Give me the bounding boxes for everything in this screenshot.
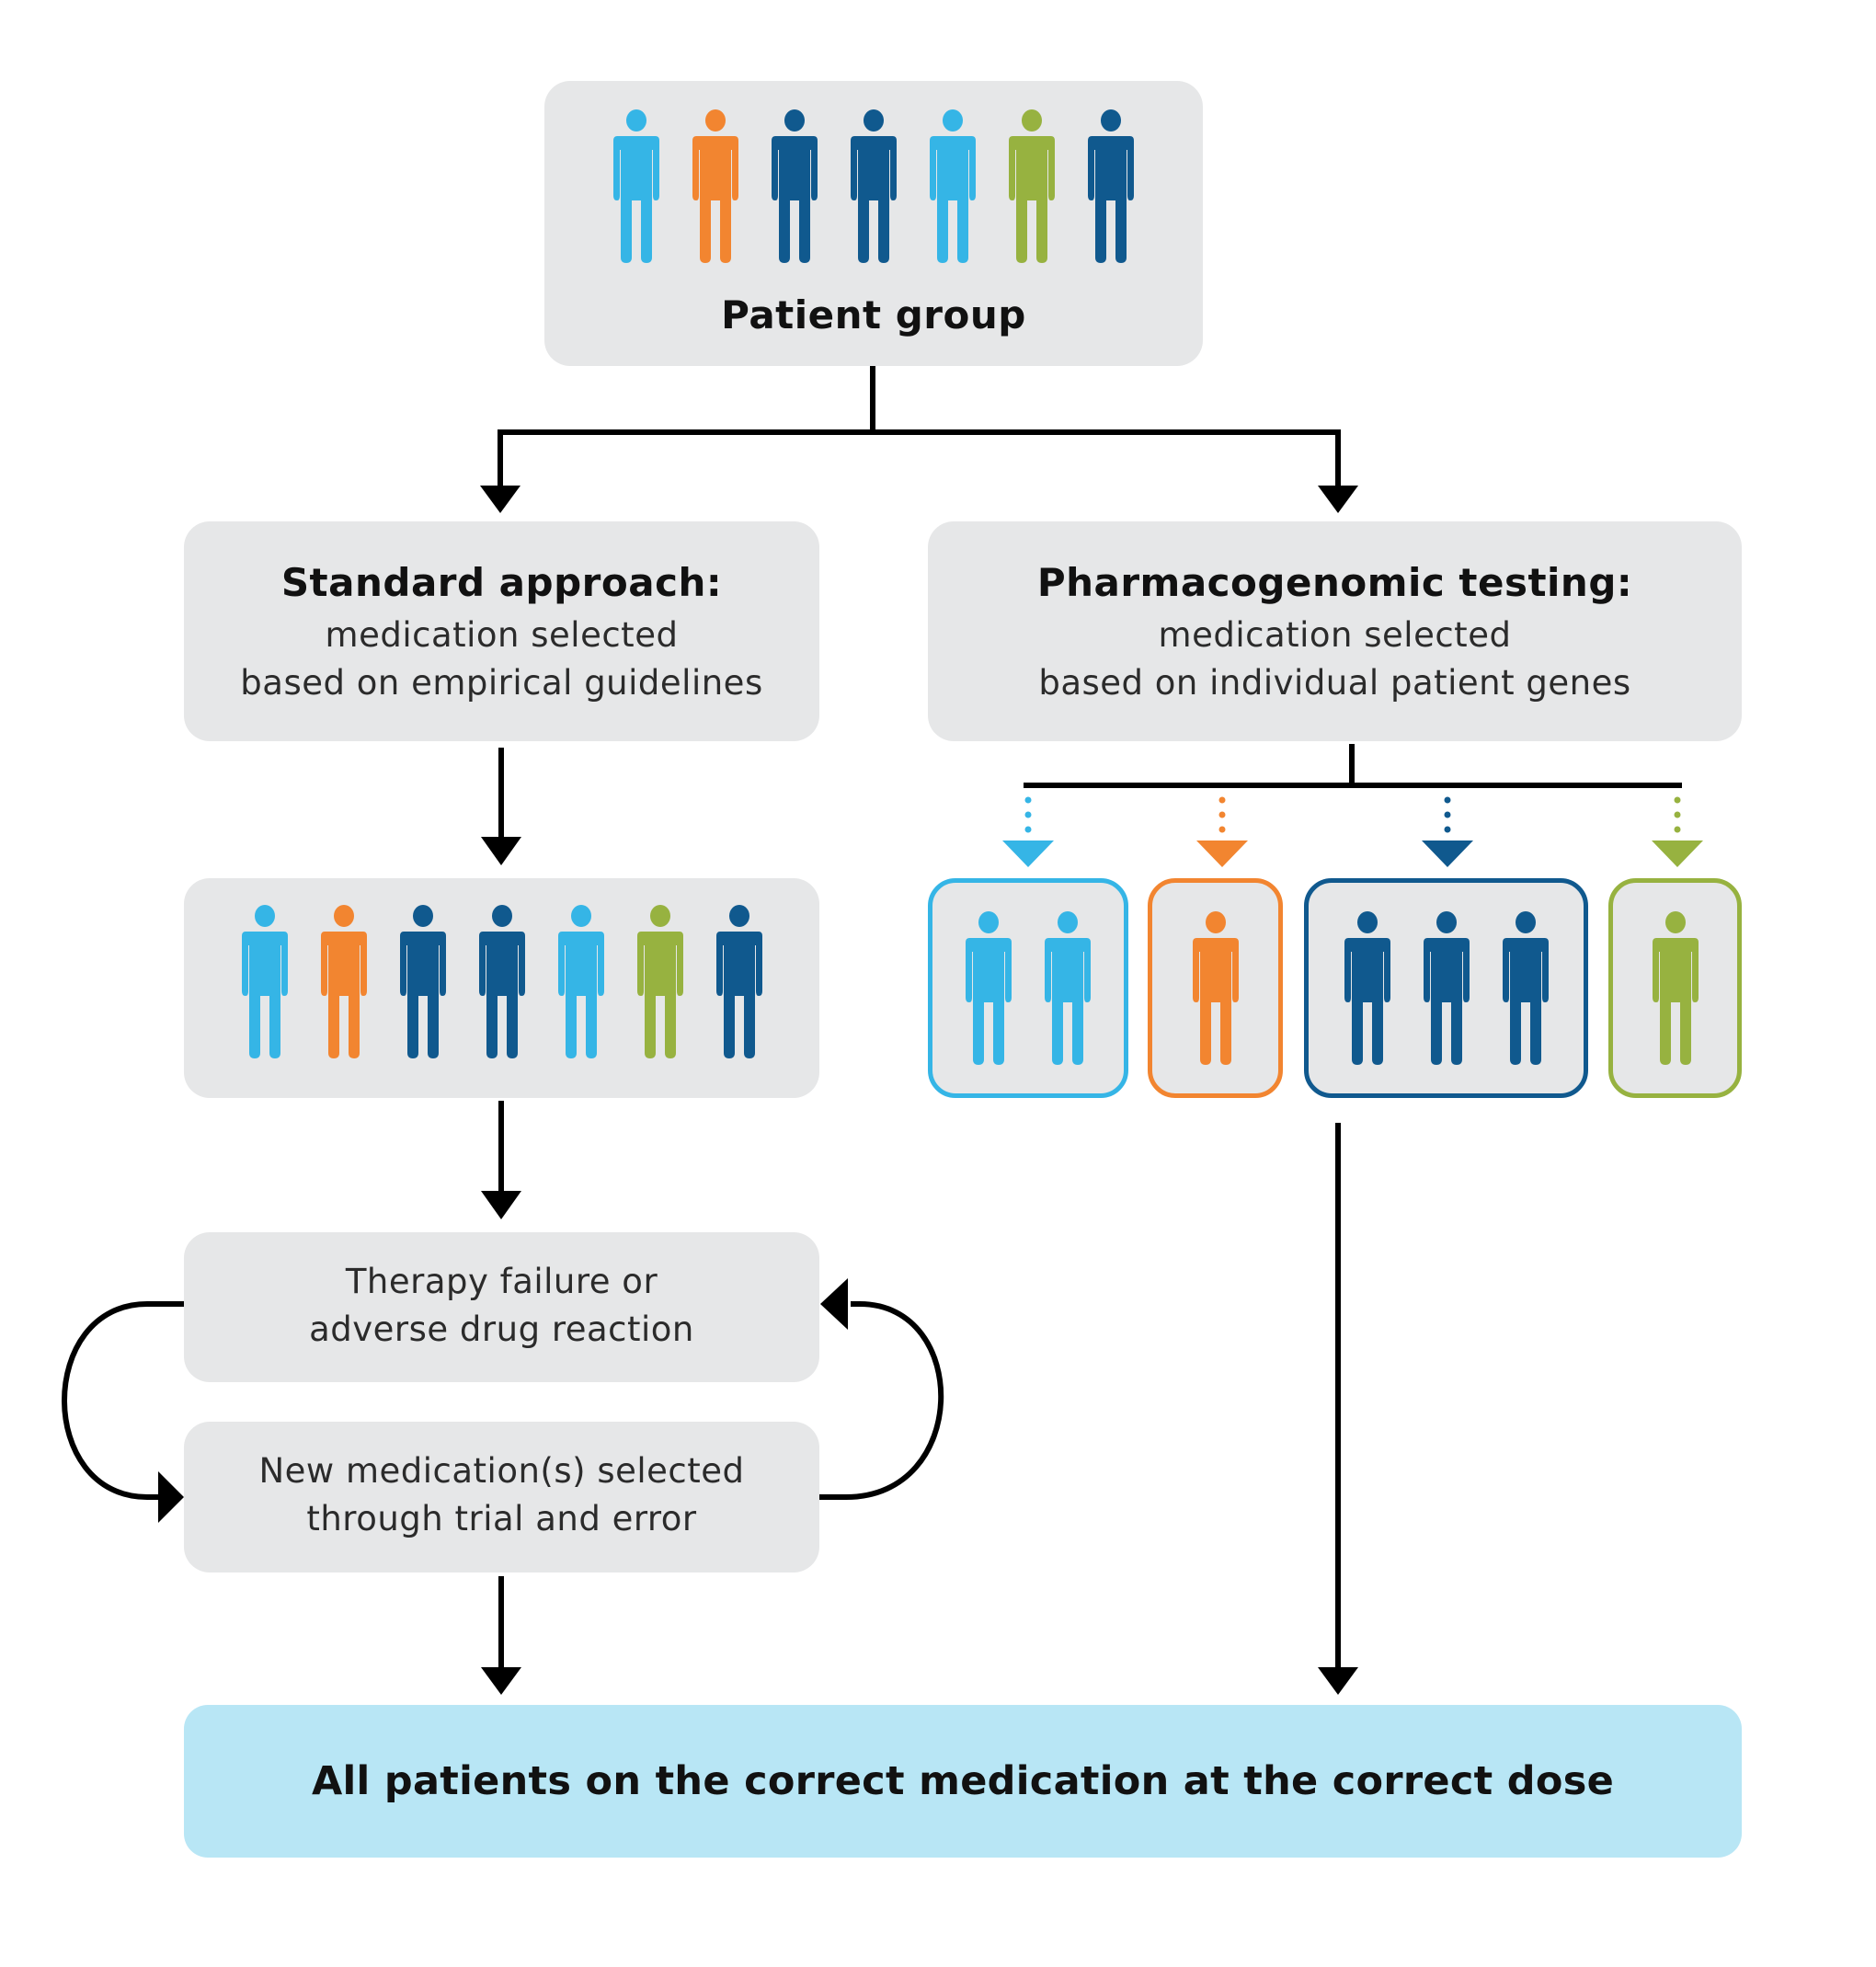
- subgroup-green: [1608, 878, 1742, 1098]
- dotted-connector-dot: [1444, 811, 1451, 818]
- loop-left-arrowhead: [158, 1471, 184, 1523]
- dotted-connector-dot: [1218, 796, 1226, 804]
- subgroup-arrowhead: [1196, 841, 1248, 867]
- person-icon: [692, 109, 738, 263]
- standard-people-box: [184, 878, 819, 1098]
- person-icon: [1045, 910, 1091, 1065]
- loop-right-arrowhead: [820, 1278, 848, 1330]
- subgroup-light-blue: [928, 878, 1128, 1098]
- pharmacogenomic-line2: based on individual patient genes: [1038, 663, 1631, 703]
- dotted-connector-dot: [1674, 826, 1681, 833]
- therapy-failure-line1: Therapy failure or: [345, 1262, 658, 1301]
- pgx-outcome-arrowhead: [1318, 1667, 1358, 1695]
- person-icon: [636, 905, 683, 1058]
- dotted-connector-dot: [1024, 826, 1032, 833]
- standard-approach-box: Standard approach: medication selected b…: [184, 521, 819, 741]
- subgroup-arrowhead: [1652, 841, 1703, 867]
- person-icon: [557, 905, 604, 1058]
- outcome-label: All patients on the correct medication a…: [311, 1758, 1615, 1804]
- standard-approach-line2: based on empirical guidelines: [240, 663, 763, 703]
- dotted-connector-dot: [1024, 811, 1032, 818]
- person-icon: [320, 905, 367, 1058]
- person-icon: [1423, 910, 1470, 1065]
- patient-group-label: Patient group: [721, 292, 1026, 337]
- pharmacogenomic-title: Pharmacogenomic testing:: [1036, 560, 1633, 605]
- subgroup-dark-blue: [1304, 878, 1588, 1098]
- person-icon: [478, 905, 525, 1058]
- dotted-connector-dot: [1024, 796, 1032, 804]
- dotted-connector-dot: [1444, 796, 1451, 804]
- pharmacogenomic-line1: medication selected: [1158, 615, 1512, 655]
- subgroup-arrowhead: [1002, 841, 1054, 867]
- dotted-connector-dot: [1444, 826, 1451, 833]
- pharmacogenomic-box: Pharmacogenomic testing: medication sele…: [928, 521, 1742, 741]
- standard-approach-line1: medication selected: [325, 615, 679, 655]
- standard-arrow-3-head: [481, 1667, 521, 1695]
- therapy-failure-line2: adverse drug reaction: [309, 1309, 694, 1349]
- person-icon: [1088, 109, 1134, 263]
- dotted-connector-dot: [1674, 796, 1681, 804]
- person-icon: [851, 109, 897, 263]
- new-medication-line2: through trial and error: [306, 1499, 697, 1538]
- standard-approach-title: Standard approach:: [280, 560, 723, 605]
- person-icon: [930, 109, 976, 263]
- person-icon: [1009, 109, 1055, 263]
- new-medication-line1: New medication(s) selected: [258, 1451, 745, 1491]
- patient-group-people: [544, 109, 1203, 265]
- therapy-failure-box: Therapy failure or adverse drug reaction: [184, 1232, 819, 1382]
- dotted-connector-dot: [1218, 826, 1226, 833]
- person-icon: [966, 910, 1012, 1065]
- loop-left-arc: [62, 1301, 184, 1500]
- right-branch-arrowhead: [1318, 486, 1358, 513]
- outcome-box: All patients on the correct medication a…: [184, 1705, 1742, 1858]
- person-icon: [1192, 910, 1239, 1065]
- person-icon: [1652, 910, 1699, 1065]
- standard-arrow-2-head: [481, 1191, 521, 1219]
- standard-arrow-1-head: [481, 837, 521, 865]
- person-icon: [399, 905, 446, 1058]
- patient-group-box: Patient group: [544, 81, 1203, 366]
- dotted-connector-dot: [1674, 811, 1681, 818]
- person-icon: [1502, 910, 1549, 1065]
- standard-people: [184, 904, 819, 1060]
- person-icon: [613, 109, 659, 263]
- subgroup-orange: [1148, 878, 1283, 1098]
- person-icon: [715, 905, 762, 1058]
- subgroup-arrowhead: [1422, 841, 1473, 867]
- person-icon: [241, 905, 288, 1058]
- dotted-connector-dot: [1218, 811, 1226, 818]
- person-icon: [772, 109, 818, 263]
- new-medication-box: New medication(s) selected through trial…: [184, 1422, 819, 1572]
- person-icon: [1344, 910, 1390, 1065]
- left-branch-arrowhead: [480, 486, 520, 513]
- loop-right-arc: [819, 1301, 944, 1500]
